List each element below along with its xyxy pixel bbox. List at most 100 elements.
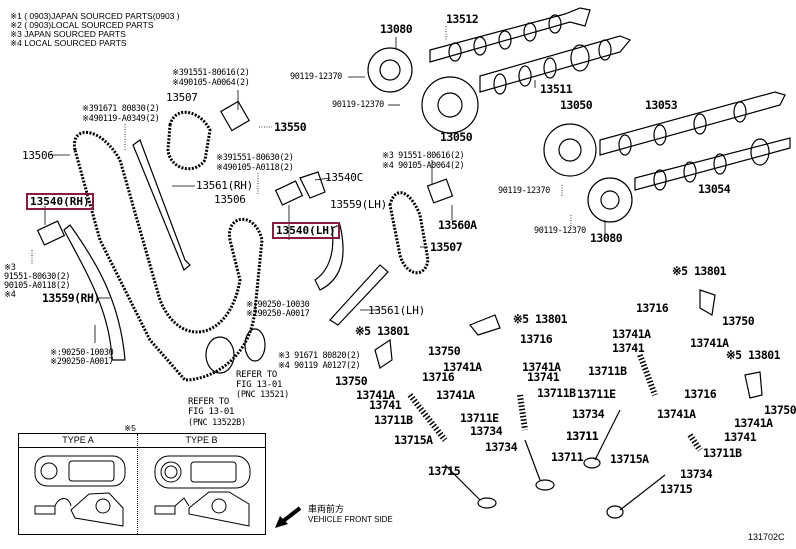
part-label-13053[interactable]: 13053	[645, 98, 678, 112]
chain-tensioner-13540-lh	[274, 180, 304, 206]
part-label-13050[interactable]: 13050	[560, 98, 593, 112]
part-label-13741a[interactable]: 13741A	[436, 388, 475, 402]
part-label-13741a[interactable]: 13741A	[356, 388, 395, 402]
part-label-13561-rh[interactable]: 13561(RH)	[196, 179, 253, 192]
note-pin-local: ※290250-A0017	[50, 357, 114, 367]
part-label-13561-lh[interactable]: 13561(LH)	[368, 304, 425, 317]
crank-sprocket-1	[205, 336, 235, 374]
refer-to-label: REFER TO	[236, 370, 277, 380]
part-label-13715a[interactable]: 13715A	[394, 433, 433, 447]
legend-note-3: ※3 JAPAN SOURCED PARTS	[10, 29, 126, 39]
part-label-13801[interactable]: ※5 13801	[355, 324, 410, 338]
part-label-13734[interactable]: 13734	[485, 440, 518, 454]
refer-figure-link[interactable]: FIG 13-01	[236, 380, 283, 390]
part-label-13741a[interactable]: 13741A	[612, 327, 651, 341]
part-label-13080[interactable]: 13080	[380, 22, 413, 36]
part-label-90119-12370[interactable]: 90119-12370	[332, 100, 384, 110]
part-label-13506[interactable]: 13506	[22, 149, 54, 162]
part-label-13750[interactable]: 13750	[335, 374, 368, 388]
part-label-13054[interactable]: 13054	[698, 182, 731, 196]
part-label-13716[interactable]: 13716	[520, 332, 553, 346]
part-label-13711e[interactable]: 13711E	[577, 387, 616, 401]
part-label-13734[interactable]: 13734	[572, 407, 605, 421]
part-label-13741a[interactable]: 13741A	[443, 360, 482, 374]
part-label-13559-lh[interactable]: 13559(LH)	[330, 198, 387, 211]
camshaft-13053	[599, 91, 786, 156]
part-label-90119-12370[interactable]: 90119-12370	[498, 186, 550, 196]
part-label-90119-12370[interactable]: 90119-12370	[290, 72, 342, 82]
note-bolt-japan: ※391551-80630(2)	[216, 153, 294, 163]
type-b-header: TYPE B	[138, 434, 265, 448]
part-label-13716[interactable]: 13716	[422, 370, 455, 384]
part-label-13750[interactable]: 13750	[428, 344, 461, 358]
part-label-13715a[interactable]: 13715A	[610, 452, 649, 466]
refer-figure-link[interactable]: FIG 13-01	[188, 407, 235, 417]
chain-tensioner-13550	[220, 100, 250, 132]
part-label-13715[interactable]: 13715	[428, 464, 461, 478]
note-bolt-local: 90105-A0118(2)	[4, 281, 71, 291]
part-label-13734[interactable]: 13734	[680, 467, 713, 481]
part-label-13540-lh-highlighted[interactable]: 13540(LH)	[272, 222, 340, 239]
part-label-13507[interactable]: 13507	[166, 91, 198, 104]
part-label-13711b[interactable]: 13711B	[703, 446, 742, 460]
part-label-13716[interactable]: 13716	[636, 301, 669, 315]
part-label-13801[interactable]: ※5 13801	[726, 348, 781, 362]
part-label-13050[interactable]: 13050	[440, 130, 473, 144]
part-label-13711b[interactable]: 13711B	[374, 413, 413, 427]
type-a-header: TYPE A	[19, 434, 138, 448]
part-label-13741a[interactable]: 13741A	[657, 407, 696, 421]
vehicle-front-arrow-icon	[275, 506, 302, 528]
valve-train-right	[583, 289, 763, 519]
part-label-13750[interactable]: 13750	[722, 314, 755, 328]
note-bolt-local: ※490105-A0118(2)	[216, 163, 294, 173]
note-bolt-japan: ※3 91671 80820(2)	[278, 351, 361, 361]
part-label-13711b[interactable]: 13711B	[588, 364, 627, 378]
rocker-arm-type-table: TYPE A TYPE B	[18, 433, 266, 535]
type-table-note: ※5	[124, 423, 136, 433]
part-label-13540c[interactable]: 13540C	[325, 171, 363, 184]
part-label-13711e[interactable]: 13711E	[460, 411, 499, 425]
camshaft-13511	[479, 35, 631, 95]
part-label-13560a[interactable]: 13560A	[438, 218, 477, 232]
part-label-13801[interactable]: ※5 13801	[513, 312, 568, 326]
part-label-13550[interactable]: 13550	[274, 120, 307, 134]
part-label-13741[interactable]: 13741	[612, 341, 645, 355]
part-label-13715[interactable]: 13715	[660, 482, 693, 496]
part-label-13801[interactable]: ※5 13801	[672, 264, 727, 278]
part-label-13711[interactable]: 13711	[566, 429, 599, 443]
part-label-13734[interactable]: 13734	[470, 424, 503, 438]
cam-gear-13080-bottom	[587, 177, 633, 223]
legend-note-4: ※4 LOCAL SOURCED PARTS	[10, 38, 127, 48]
part-label-13511[interactable]: 13511	[540, 82, 573, 96]
note-bolt-local: ※490105-A0064(2)	[172, 78, 250, 88]
valve-train-left	[374, 314, 555, 509]
note-pin-local: ※290250-A0017	[246, 309, 310, 319]
chain-13507-left	[166, 110, 212, 171]
part-label-13741a[interactable]: 13741A	[734, 416, 773, 430]
part-label-90119-12370[interactable]: 90119-12370	[534, 226, 586, 236]
part-label-13540-rh-highlighted[interactable]: 13540(RH)	[26, 193, 94, 210]
cam-gear-13080-top	[367, 47, 413, 93]
part-label-13741[interactable]: 13741	[527, 370, 560, 384]
cam-gear-13050-right	[543, 123, 597, 177]
part-label-13559-rh[interactable]: 13559(RH)	[42, 291, 100, 305]
camshaft-13054	[634, 137, 791, 191]
part-label-13716[interactable]: 13716	[684, 387, 717, 401]
part-label-13741a[interactable]: 13741A	[522, 360, 561, 374]
part-label-13506[interactable]: 13506	[214, 193, 246, 206]
part-label-13711[interactable]: 13711	[551, 450, 584, 464]
part-label-13741a[interactable]: 13741A	[690, 336, 729, 350]
part-label-13080[interactable]: 13080	[590, 231, 623, 245]
rocker-arm-type-b-top-icon	[154, 455, 251, 489]
part-label-13741[interactable]: 13741	[369, 398, 402, 412]
note-bolt-japan: ※391551-80616(2)	[172, 68, 250, 78]
part-label-13512[interactable]: 13512	[446, 12, 479, 26]
legend-note-2: ※2 ( 0903)LOCAL SOURCED PARTS	[10, 20, 154, 30]
part-label-13507[interactable]: 13507	[430, 240, 463, 254]
part-label-13711b[interactable]: 13711B	[537, 386, 576, 400]
part-label-13711[interactable]: 13711	[566, 429, 599, 443]
part-label-13741[interactable]: 13741	[724, 430, 757, 444]
chain-tensioner-arm-13559-rh	[63, 224, 126, 361]
part-label-13750[interactable]: 13750	[764, 403, 796, 417]
note-bolt-japan: 91551-80630(2)	[4, 272, 71, 282]
